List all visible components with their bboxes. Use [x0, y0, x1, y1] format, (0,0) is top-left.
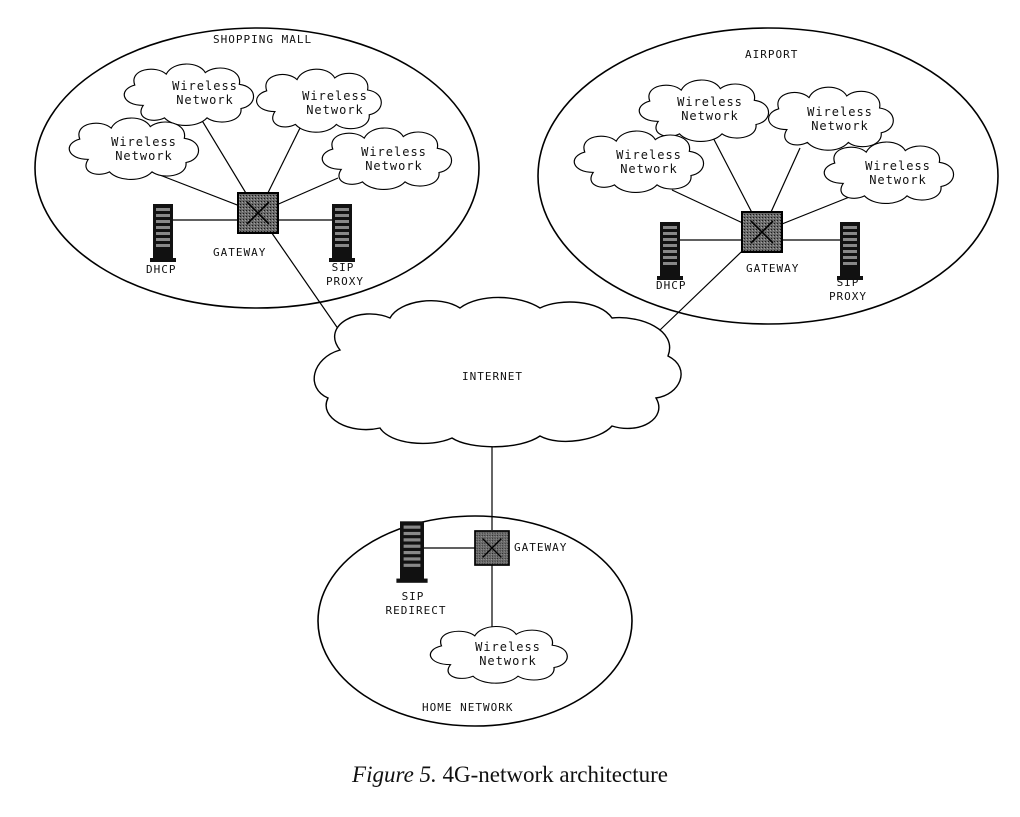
- zone-title: SHOPPING MALL: [213, 33, 312, 46]
- zone-boundary: [317, 515, 633, 727]
- gateway-switch-icon: [237, 192, 279, 234]
- sip-proxy-label: PROXY: [829, 290, 867, 303]
- zone-boundary: [34, 27, 480, 309]
- server-tower-icon: [837, 222, 863, 280]
- gateway-label: GATEWAY: [213, 246, 266, 259]
- sip-redirect-label: SIP: [402, 590, 425, 603]
- zone-title: AIRPORT: [745, 48, 798, 61]
- internet-label: INTERNET: [462, 370, 523, 383]
- server-tower-icon: [150, 204, 176, 262]
- gateway-label: GATEWAY: [514, 541, 567, 554]
- gateway-switch-icon: [741, 211, 783, 253]
- sip-redirect-label: REDIRECT: [386, 604, 447, 617]
- figure-caption: Figure 5. 4G-network architecture: [0, 762, 1020, 788]
- sip-proxy-label: SIP: [837, 276, 860, 289]
- server-tower-icon: [329, 204, 355, 262]
- sip-proxy-label: PROXY: [326, 275, 364, 288]
- figure-title: 4G-network architecture: [442, 762, 668, 787]
- dhcp-label: DHCP: [146, 263, 177, 276]
- sip-proxy-label: SIP: [332, 261, 355, 274]
- gateway-switch-icon: [474, 530, 510, 566]
- zone-title: HOME NETWORK: [422, 701, 513, 714]
- server-tower-icon: [396, 521, 428, 583]
- dhcp-label: DHCP: [656, 279, 687, 292]
- internet-cloud: INTERNET: [313, 296, 682, 530]
- figure-label: Figure 5.: [352, 762, 437, 787]
- server-tower-icon: [657, 222, 683, 280]
- gateway-label: GATEWAY: [746, 262, 799, 275]
- zone-boundary: [537, 27, 999, 325]
